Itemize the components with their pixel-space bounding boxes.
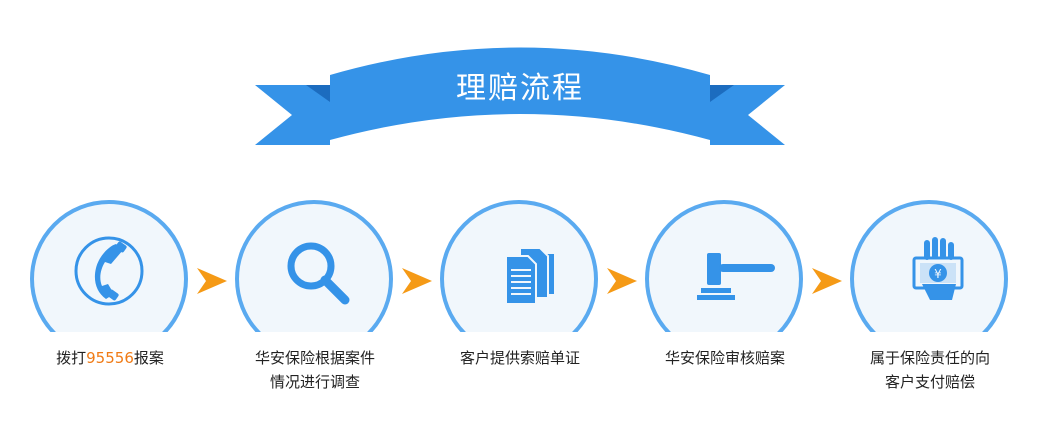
step-investigate: 华安保险根据案件 情况进行调查	[225, 200, 405, 440]
arrow-right-icon	[812, 268, 842, 294]
step-circle	[850, 200, 1008, 332]
arrow-right-icon	[607, 268, 637, 294]
ribbon-tail-left	[255, 85, 330, 145]
step-label: 属于保险责任的向 客户支付赔偿	[869, 349, 990, 391]
arrow-right-icon	[402, 268, 432, 294]
step-circle	[30, 200, 188, 332]
ribbon-fold-right	[710, 85, 734, 102]
step-payment: ¥ 属于保险责任的向 客户支付赔偿	[840, 200, 1020, 440]
ribbon-main	[330, 47, 710, 140]
hotline-number: 95556	[86, 349, 134, 367]
ribbon-fold-left	[306, 85, 330, 102]
arrow-right-icon	[197, 268, 227, 294]
step-label: 华安保险审核赔案	[664, 349, 785, 367]
step-label: 客户提供索赔单证	[459, 349, 580, 367]
ribbon-banner	[255, 47, 785, 145]
phone-icon	[74, 236, 144, 306]
page-title: 理赔流程	[456, 71, 584, 106]
step-review: 华安保险审核赔案	[635, 200, 815, 440]
gavel-icon	[697, 253, 775, 300]
step-label: 华安保险根据案件 情况进行调查	[254, 349, 375, 391]
payment-icon: ¥	[912, 237, 964, 300]
step-circle	[235, 200, 393, 332]
step-documents: 客户提供索赔单证	[430, 200, 610, 440]
step-label: 拨打95556报案	[56, 349, 164, 367]
step-report: 拨打95556报案	[20, 200, 200, 440]
svg-text:¥: ¥	[934, 267, 942, 281]
magnifier-icon	[287, 242, 350, 305]
ribbon-tail-right	[710, 85, 785, 145]
documents-icon	[505, 247, 554, 305]
